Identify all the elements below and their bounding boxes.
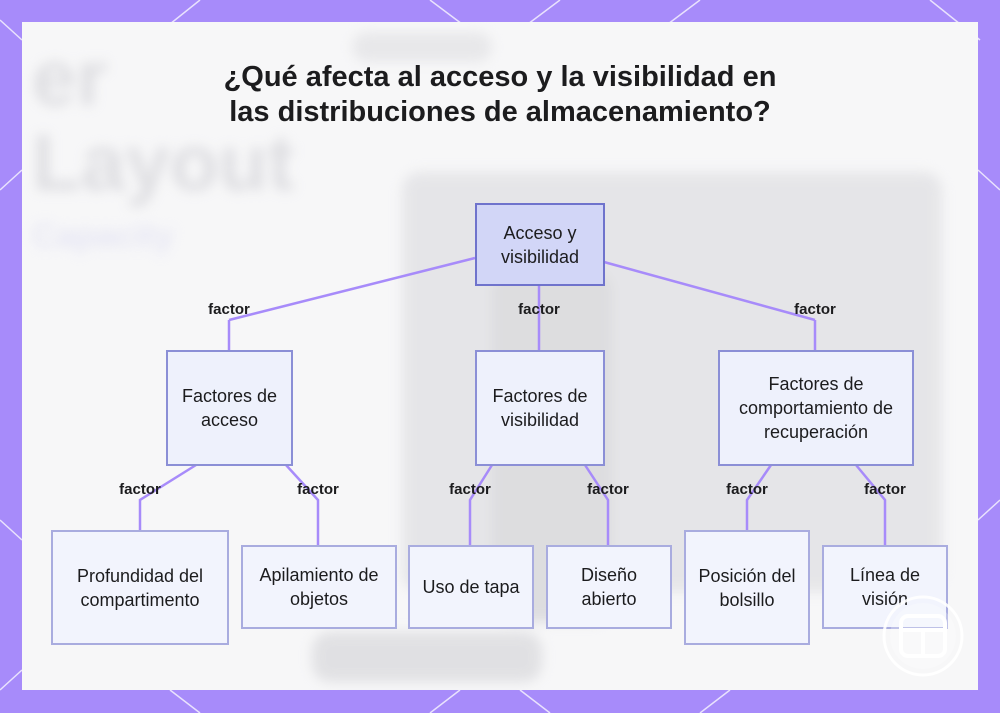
node-access-factors: Factores de acceso bbox=[166, 350, 293, 466]
edge-label: factor bbox=[208, 301, 250, 318]
node-object-stacking: Apilamiento de objetos bbox=[241, 545, 397, 629]
node-pocket-position: Posición del bolsillo bbox=[684, 530, 810, 645]
node-label: Uso de tapa bbox=[422, 575, 519, 599]
edge-label: factor bbox=[297, 481, 339, 498]
node-visibility-factors: Factores de visibilidad bbox=[475, 350, 605, 466]
node-label: Diseño abierto bbox=[556, 563, 662, 611]
edge-label: factor bbox=[864, 481, 906, 498]
node-label: Posición del bolsillo bbox=[694, 564, 800, 612]
diagram-title: ¿Qué afecta al acceso y la visibilidad e… bbox=[220, 60, 780, 130]
node-compartment-depth: Profundidad del compartimento bbox=[51, 530, 229, 645]
node-root: Acceso y visibilidad bbox=[475, 203, 605, 286]
node-retrieval-factors: Factores de comportamiento de recuperaci… bbox=[718, 350, 914, 466]
node-label: Acceso y visibilidad bbox=[485, 221, 595, 269]
edge-label: factor bbox=[449, 481, 491, 498]
node-label: Apilamiento de objetos bbox=[251, 563, 387, 611]
edge-label: factor bbox=[794, 301, 836, 318]
node-open-design: Diseño abierto bbox=[546, 545, 672, 629]
node-lid-use: Uso de tapa bbox=[408, 545, 534, 629]
storage-box-icon bbox=[881, 594, 965, 678]
edge-label: factor bbox=[726, 481, 768, 498]
node-label: Factores de visibilidad bbox=[485, 384, 595, 432]
edge-label: factor bbox=[587, 481, 629, 498]
node-label: Factores de acceso bbox=[176, 384, 283, 432]
node-label: Factores de comportamiento de recuperaci… bbox=[728, 372, 904, 444]
edge-label: factor bbox=[518, 301, 560, 318]
edge-label: factor bbox=[119, 481, 161, 498]
node-label: Profundidad del compartimento bbox=[61, 564, 219, 612]
